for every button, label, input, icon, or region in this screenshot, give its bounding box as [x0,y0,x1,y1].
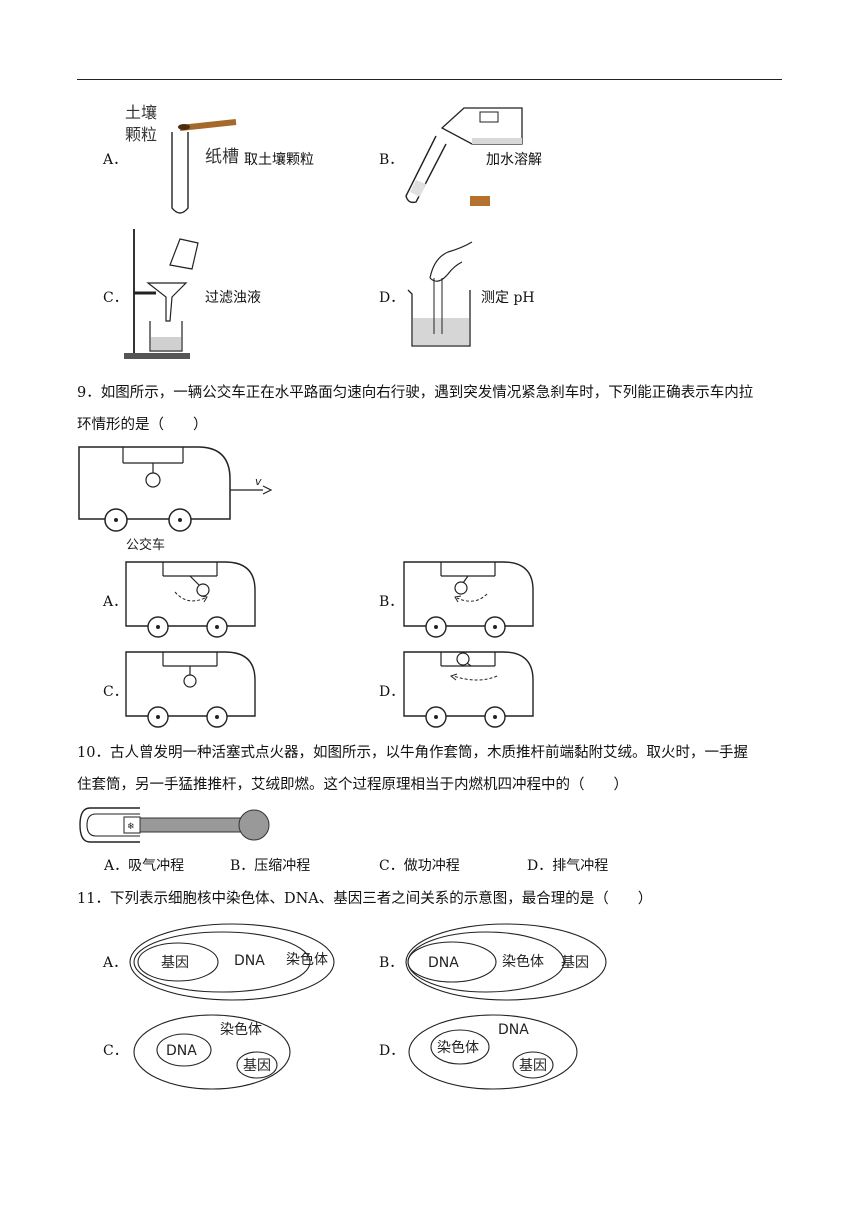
q9-question-line-2: 环情形的是（ ） [77,417,208,433]
q9-option-d-figure [403,651,534,728]
svg-text:❄: ❄ [127,822,135,832]
q9-option-a-letter: A． [103,594,128,610]
q11-a-outer-label: 染色体 [286,951,328,968]
q11-b-outer-label: 基因 [561,954,589,971]
q11-option-a-diagram: 基因 DNA 染色体 [129,923,335,1001]
q11-option-d-letter: D． [379,1043,405,1059]
q11-question: 11．下列表示细胞核中染色体、DNA、基因三者之间关系的示意图，最合理的是（ ） [77,891,653,907]
q11-b-inner-label: DNA [428,955,459,971]
q11-c-right-label: 基因 [243,1057,271,1074]
q9-option-b-letter: B． [379,594,404,610]
q11-d-left-label: 染色体 [437,1039,479,1056]
q11-d-outer-label: DNA [498,1022,529,1038]
q9-bus-label: 公交车 [126,537,165,553]
q8-a-figure-test-tube: 土壤 颗粒 纸槽 [125,103,239,214]
q8-option-b-caption: 加水溶解 [486,152,542,168]
q11-c-left-label: DNA [166,1043,197,1059]
q8-option-a-caption: 取土壤颗粒 [244,152,314,168]
q8-c-figure-filtration [124,229,199,359]
q9-velocity-label: v [255,475,262,488]
q8-option-d-caption: 测定 pH [481,290,535,306]
q10-option-c: C．做功冲程 [379,858,460,874]
q10-question-line-1: 10．古人曾发明一种活塞式点火器，如图所示，以牛角作套筒，木质推杆前端黏附艾绒。… [77,745,748,761]
q9-option-a-figure [125,561,256,638]
q8-option-a-letter: A． [103,152,128,168]
q9-option-b-figure [403,561,534,638]
q8-option-d-letter: D． [379,290,405,306]
q9-bus-figure: v 公交车 [78,446,273,553]
q11-a-middle-label: DNA [234,953,265,969]
page-top-rule [77,79,782,80]
q11-option-c-diagram: 染色体 DNA 基因 [133,1014,291,1090]
q8-option-b-letter: B． [379,152,404,168]
q11-option-b-letter: B． [379,955,404,971]
q10-question-line-2: 住套筒，另一手猛推推杆，艾绒即燃。这个过程原理相当于内燃机四冲程中的（ ） [77,777,628,793]
q8-option-c-caption: 过滤浊液 [205,290,261,306]
q9-option-d-letter: D． [379,684,405,700]
q11-option-d-diagram: DNA 染色体 基因 [408,1014,578,1090]
q8-option-c-letter: C． [103,290,128,306]
q9-option-c-figure [125,651,256,728]
q9-question-line-1: 9．如图所示，一辆公交车正在水平路面匀速向右行驶，遇到突发情况紧急刹车时，下列能… [77,385,754,401]
q8-a-trough-label: 纸槽 [205,147,239,167]
q8-b-figure-pouring-water [405,107,523,206]
q10-option-d: D．排气冲程 [527,858,609,874]
q10-fire-piston-figure: ❄ [79,807,270,843]
q11-b-middle-label: 染色体 [502,953,544,970]
q11-a-inner-label: 基因 [161,954,189,971]
q11-c-outer-label: 染色体 [220,1021,262,1038]
q8-a-soil-label-2: 颗粒 [125,125,157,144]
q8-a-soil-label-1: 土壤 [125,103,157,122]
q8-d-figure-ph-test [407,241,473,347]
q9-option-c-letter: C． [103,684,128,700]
q10-option-a: A．吸气冲程 [104,858,185,874]
q11-d-right-label: 基因 [519,1057,547,1074]
q10-option-b: B．压缩冲程 [230,858,311,874]
q11-option-a-letter: A． [103,955,128,971]
q11-option-b-diagram: DNA 染色体 基因 [405,923,607,1001]
q11-option-c-letter: C． [103,1043,128,1059]
